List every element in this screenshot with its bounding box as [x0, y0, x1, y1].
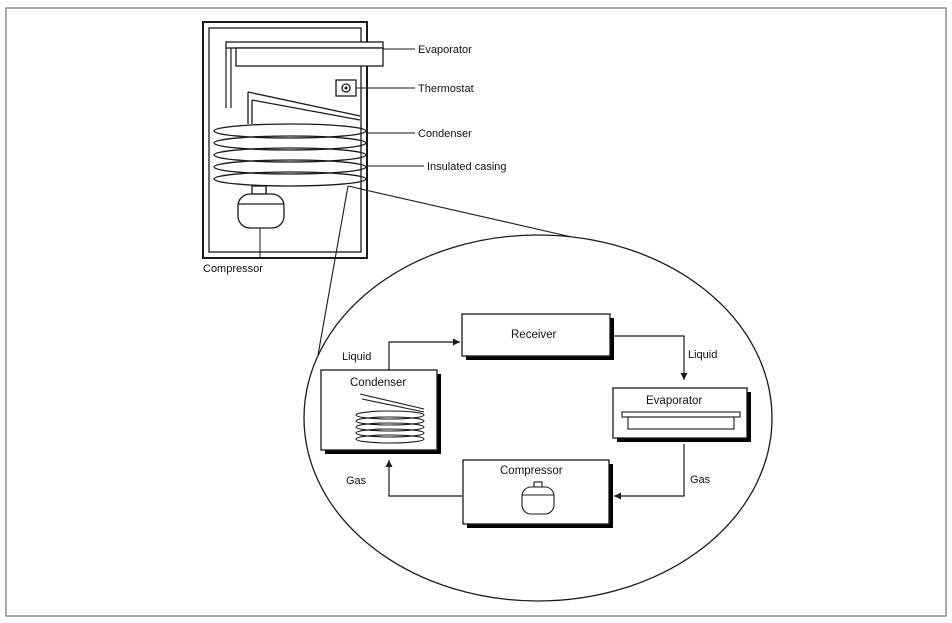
- fridge-callout-lines: [259, 48, 424, 258]
- fridge-compressor: [237, 185, 285, 229]
- compressor-label: Compressor: [500, 465, 563, 477]
- flow-label-gas-left: Gas: [346, 475, 367, 487]
- fridge-label-condenser: Condenser: [418, 128, 472, 140]
- receiver-box: [461, 313, 614, 360]
- thermostat-icon: [335, 79, 357, 97]
- zoom-lines: [317, 185, 577, 356]
- compressor-icon: [521, 481, 555, 515]
- page-border: [5, 7, 947, 617]
- cycle-flow-arrows: [385, 335, 688, 500]
- fridge-label-insulated-casing: Insulated casing: [427, 161, 507, 173]
- evaporator-label: Evaporator: [646, 395, 702, 407]
- fridge-label-thermostat: Thermostat: [418, 83, 474, 95]
- fridge-evaporator: [225, 41, 384, 108]
- flow-label-liquid-left: Liquid: [342, 351, 371, 363]
- flow-label-liquid-right: Liquid: [688, 349, 717, 361]
- fridge-condenser-coil: [213, 91, 367, 196]
- condenser-coil-icon: [355, 393, 425, 444]
- fridge-label-evaporator: Evaporator: [418, 44, 472, 56]
- fridge-label-compressor: Compressor: [203, 263, 263, 275]
- condenser-label: Condenser: [350, 377, 406, 389]
- receiver-label: Receiver: [511, 329, 557, 341]
- magnified-cycle-ellipse: [303, 234, 773, 602]
- flow-label-gas-right: Gas: [690, 474, 711, 486]
- evaporator-icon: [621, 411, 741, 430]
